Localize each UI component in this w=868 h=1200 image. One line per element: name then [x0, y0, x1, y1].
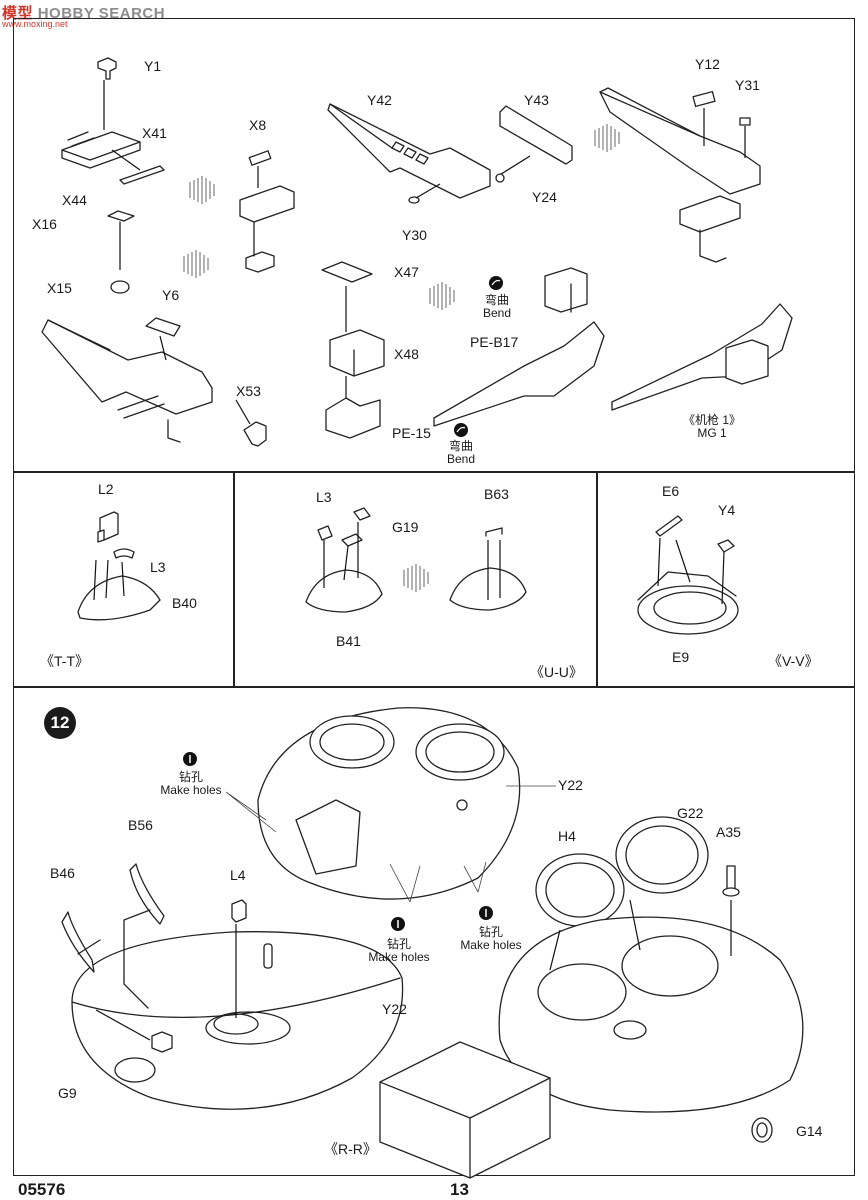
- label-y6: Y6: [162, 287, 180, 303]
- panel-tt: [13, 471, 235, 688]
- product-code: 05576: [18, 1180, 66, 1199]
- label-x16: X16: [32, 216, 57, 232]
- bend-icon: [454, 423, 468, 437]
- label-y22-top: Y22: [558, 777, 583, 793]
- label-uu-g19: G19: [392, 519, 419, 535]
- label-b46: B46: [50, 865, 75, 881]
- mg1-caption: 《机枪 1》MG 1: [682, 413, 741, 440]
- upper-panel: [13, 18, 855, 473]
- label-tt-l2: L2: [98, 481, 114, 497]
- label-y43: Y43: [524, 92, 549, 108]
- ammo-box: [544, 267, 588, 313]
- part-e6: [655, 515, 683, 537]
- label-x41: X41: [142, 125, 167, 141]
- label-b56: B56: [128, 817, 153, 833]
- label-l4: L4: [230, 867, 246, 883]
- label-vv-e9: E9: [672, 649, 690, 665]
- label-y42: Y42: [367, 92, 392, 108]
- label-g22: G22: [677, 805, 704, 821]
- part-b41: [305, 569, 383, 613]
- caption-vv: 《V-V》: [768, 653, 819, 669]
- watermark: 模型 HOBBY SEARCH www.moxing.net: [2, 5, 166, 29]
- part-g14: [751, 1117, 773, 1143]
- label-a35: A35: [716, 824, 741, 840]
- label-x47: X47: [394, 264, 419, 280]
- label-uu-l3: L3: [316, 489, 332, 505]
- part-b40: [77, 575, 161, 621]
- turret-bottom: [71, 931, 404, 1110]
- label-uu-b63: B63: [484, 486, 509, 502]
- gun-y6: [41, 319, 213, 415]
- caption-tt: 《T-T》: [40, 653, 89, 669]
- label-y30: Y30: [402, 227, 427, 243]
- label-pe-b17: PE-B17: [470, 334, 519, 350]
- turret-dome-right: [498, 916, 804, 1113]
- part-x53: [243, 421, 267, 447]
- ring-h4: [535, 853, 625, 927]
- part-l3-uu-b: [353, 507, 371, 521]
- label-x44: X44: [62, 192, 87, 208]
- part-x8: [248, 150, 272, 166]
- part-l3-uu-a: [317, 525, 333, 541]
- part-x47: [321, 261, 373, 283]
- part-y4: [717, 539, 735, 553]
- part-b46: [61, 911, 95, 973]
- part-g9: [151, 1031, 173, 1053]
- label-y31: Y31: [735, 77, 760, 93]
- part-x16: [107, 210, 135, 222]
- label-vv-e6: E6: [662, 483, 680, 499]
- part-x15: [110, 280, 130, 294]
- label-x53: X53: [236, 383, 261, 399]
- caption-rr: 《R-R》: [324, 1141, 377, 1157]
- label-x15: X15: [47, 280, 72, 296]
- part-pe15: [325, 397, 381, 439]
- label-g14: G14: [796, 1123, 823, 1139]
- part-b56: [129, 863, 165, 925]
- label-pe15: PE-15: [392, 425, 431, 441]
- label-x8: X8: [249, 117, 267, 133]
- label-x48: X48: [394, 346, 419, 362]
- part-y43: [499, 105, 573, 165]
- mount-x8: [239, 185, 295, 223]
- gun-mg1: [611, 303, 793, 411]
- part-x41: [119, 165, 165, 185]
- label-tt-b40: B40: [172, 595, 197, 611]
- part-l3-tt: [113, 548, 135, 559]
- gun-y42: [327, 103, 491, 199]
- label-h4: H4: [558, 828, 576, 844]
- step-number-badge: 12: [44, 707, 76, 739]
- part-l4: [231, 899, 247, 923]
- step12-panel: [13, 686, 855, 1176]
- part-x48: [329, 329, 385, 377]
- part-a35: [726, 865, 736, 891]
- gun-pe-b17: [433, 321, 605, 427]
- label-uu-b41: B41: [336, 633, 361, 649]
- label-y22-mid: Y22: [382, 1001, 407, 1017]
- label-tt-l3: L3: [150, 559, 166, 575]
- caption-uu: 《U-U》: [530, 664, 583, 680]
- bend-icon: [489, 276, 503, 290]
- step-arrow: [183, 124, 620, 592]
- label-vv-y4: Y4: [718, 502, 736, 518]
- panel-uu: [233, 471, 598, 688]
- label-y12: Y12: [695, 56, 720, 72]
- box-rr: [379, 1041, 551, 1179]
- ring-g22: [615, 816, 709, 894]
- page-number: 13: [450, 1180, 469, 1199]
- label-y24: Y24: [532, 189, 557, 205]
- label-y1: Y1: [144, 58, 162, 74]
- gun-assembly-y12: [599, 91, 761, 195]
- part-g19: [341, 533, 363, 547]
- label-g9: G9: [58, 1085, 77, 1101]
- panel-vv: [596, 471, 855, 688]
- part-y1: [97, 57, 117, 80]
